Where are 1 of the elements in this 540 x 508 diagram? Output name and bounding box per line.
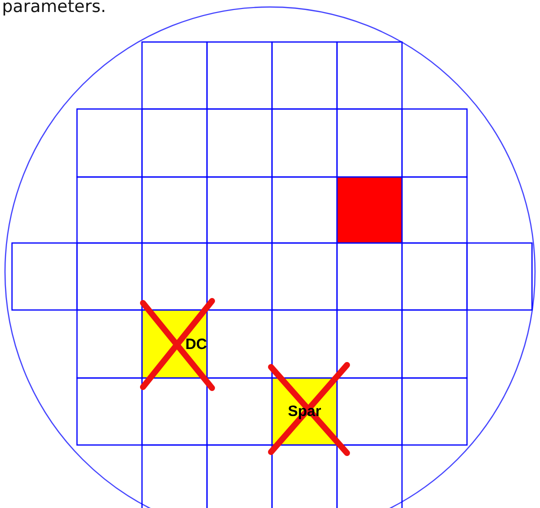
- caption-text: parameters.: [2, 0, 106, 17]
